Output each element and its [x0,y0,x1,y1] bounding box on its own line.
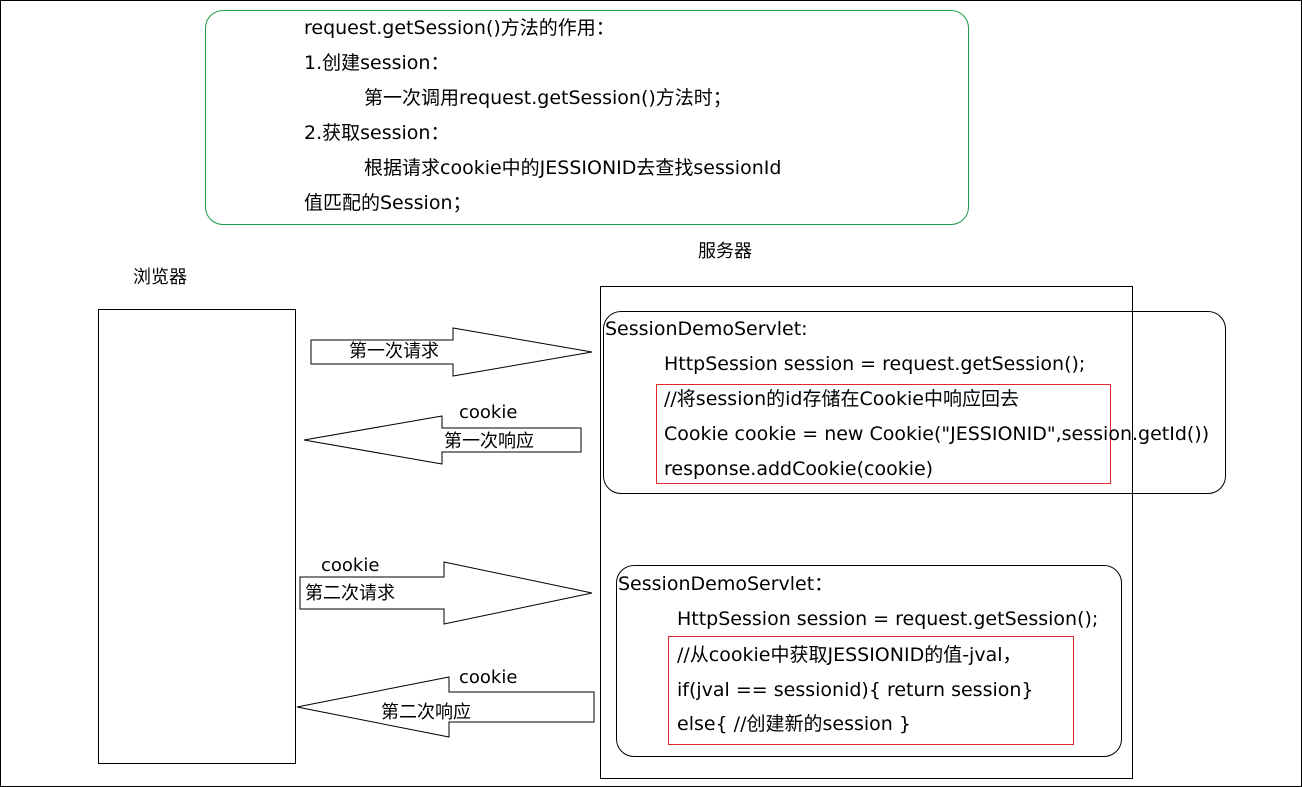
second-request-cookie-label: cookie [321,555,380,576]
servlet1-code-add-cookie: response.addCookie(cookie) [664,458,934,480]
servlet2-code-if: if(jval == sessionid){ return session} [677,679,1034,701]
note-line-4: 2.获取session： [304,122,450,144]
server-box [600,286,1133,779]
note-line-5: 根据请求cookie中的JESSIONID去查找sessionId [364,157,782,179]
second-request-arrow [299,561,593,625]
servlet2-code-else: else{ //创建新的session } [677,713,911,735]
servlet1-title: SessionDemoServlet: [605,318,808,340]
first-response-label: 第一次响应 [444,431,534,452]
code-highlight-1 [656,384,1111,484]
servlet1-get-session: HttpSession session = request.getSession… [664,353,1086,375]
note-line-1: request.getSession()方法的作用： [304,17,615,39]
servlet1-code-new-cookie: Cookie cookie = new Cookie("JESSIONID",s… [664,423,1210,445]
browser-box [98,309,296,764]
server-title: 服务器 [698,241,752,262]
first-response-arrow [303,415,582,465]
second-response-arrow [296,676,595,738]
second-request-label: 第二次请求 [305,583,395,604]
note-line-3: 第一次调用request.getSession()方法时； [364,87,732,109]
browser-title: 浏览器 [133,267,187,288]
code-highlight-2 [668,636,1074,745]
servlet2-code-comment: //从cookie中获取JESSIONID的值-jval， [677,644,1022,666]
servlet1-code-comment: //将session的id存储在Cookie中响应回去 [664,388,1019,410]
servlet2-title: SessionDemoServlet： [618,573,834,595]
servlet2-get-session: HttpSession session = request.getSession… [677,608,1099,630]
note-line-2: 1.创建session： [304,52,450,74]
first-request-arrow [310,327,593,377]
second-response-label: 第二次响应 [381,702,471,723]
servlet-box-2 [616,565,1122,757]
note-line-6: 值匹配的Session； [304,192,472,214]
servlet-box-1 [603,311,1226,494]
session-note-box [205,10,969,225]
first-response-cookie-label: cookie [459,402,518,423]
second-response-cookie-label: cookie [459,667,518,688]
first-request-label: 第一次请求 [349,341,439,362]
